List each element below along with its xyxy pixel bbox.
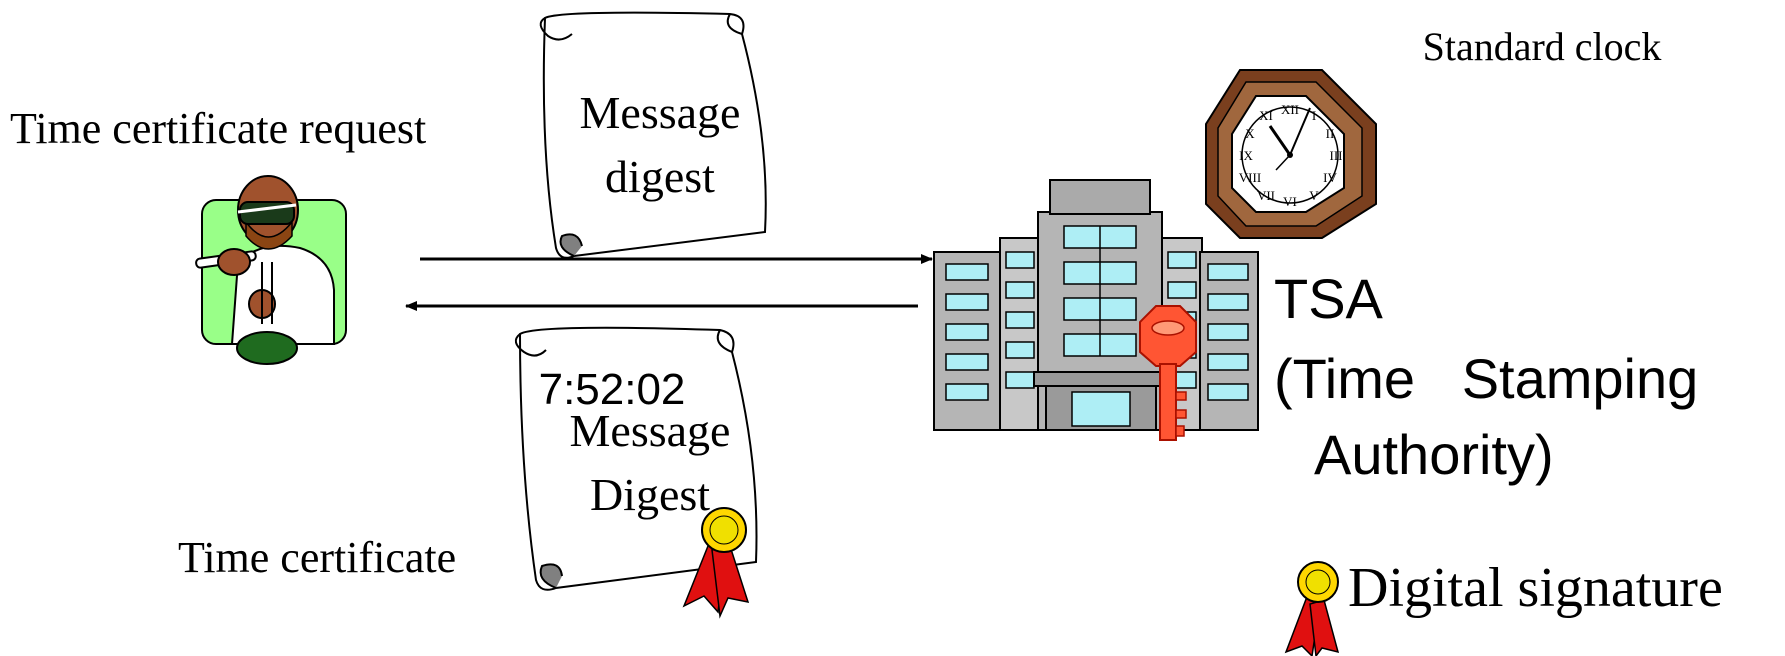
svg-text:VIII: VIII	[1239, 170, 1261, 185]
certificate-digest-line1: Message	[570, 405, 731, 456]
svg-text:V: V	[1309, 188, 1319, 203]
digital-signature-label: Digital signature	[1348, 557, 1723, 619]
scroll-icon	[514, 326, 758, 591]
svg-text:XI: XI	[1259, 108, 1273, 123]
svg-text:IX: IX	[1239, 148, 1253, 163]
svg-text:II: II	[1326, 126, 1335, 141]
request-digest-line1: Message	[580, 87, 741, 138]
seal-ribbon-icon	[682, 507, 750, 619]
tsa-label: TSA	[1274, 267, 1384, 330]
key-icon	[1139, 305, 1197, 441]
clock-icon: XII I II III IV V VI VII VIII IX X XI	[1205, 69, 1377, 239]
svg-text:IV: IV	[1323, 170, 1337, 185]
tsa-full-name-line2: Authority)	[1314, 423, 1554, 486]
time-certificate-label: Time certificate	[178, 533, 456, 582]
svg-text:VI: VI	[1283, 194, 1297, 209]
svg-text:X: X	[1245, 126, 1255, 141]
certificate-digest-line2: Digest	[590, 469, 710, 520]
building-icon	[933, 179, 1259, 431]
svg-text:I: I	[1312, 108, 1316, 123]
svg-text:VII: VII	[1257, 188, 1275, 203]
scientist-icon	[195, 175, 347, 365]
time-certificate-request-label: Time certificate request	[10, 104, 426, 153]
request-digest-line2: digest	[605, 151, 715, 202]
standard-clock-label: Standard clock	[1423, 24, 1662, 69]
scroll-icon	[539, 11, 767, 259]
svg-text:XII: XII	[1281, 102, 1299, 117]
tsa-full-name-line1: (Time Stamping	[1274, 347, 1698, 410]
svg-text:III: III	[1330, 148, 1343, 163]
certificate-time: 7:52:02	[539, 365, 686, 414]
seal-ribbon-icon	[1284, 561, 1340, 656]
